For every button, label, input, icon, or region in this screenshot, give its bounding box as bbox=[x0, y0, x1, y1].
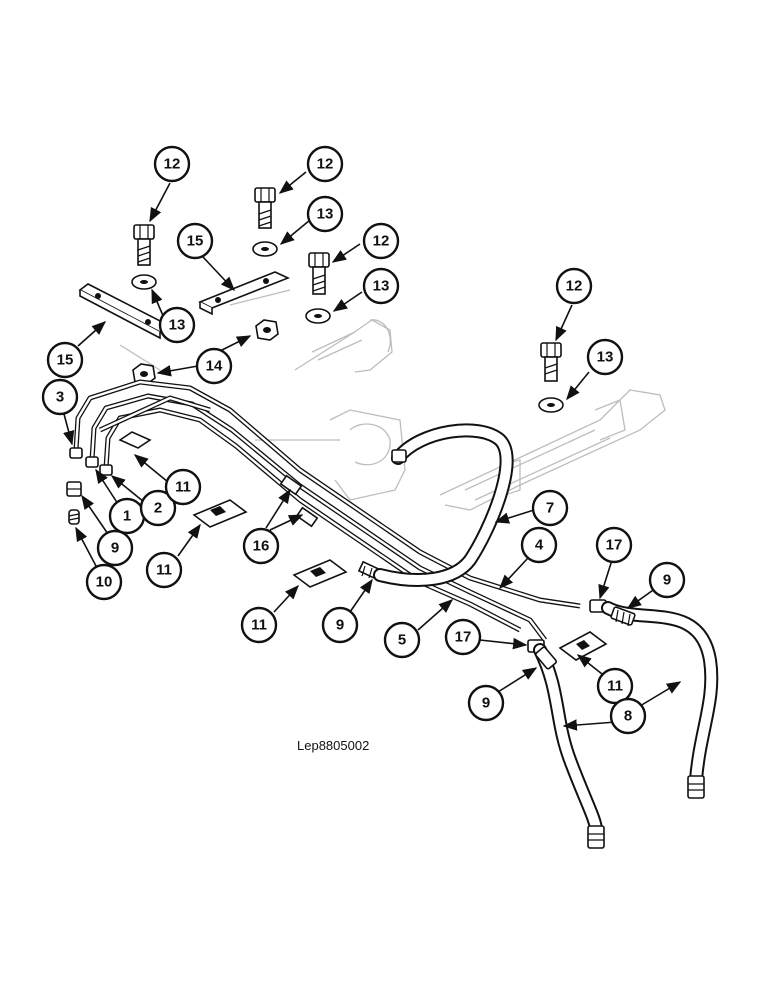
hoses-8 bbox=[533, 601, 719, 849]
callout-12-b: 12 bbox=[306, 145, 344, 183]
svg-text:7: 7 bbox=[546, 500, 554, 517]
callout-13-d: 13 bbox=[586, 338, 624, 376]
washers-13 bbox=[131, 241, 564, 413]
bolt-12-right-inner bbox=[308, 252, 330, 295]
leader-lines bbox=[63, 171, 682, 731]
callout-13-b: 13 bbox=[158, 306, 196, 344]
callout-5: 5 bbox=[383, 621, 421, 659]
svg-text:3: 3 bbox=[56, 389, 64, 406]
adapter-9-10 bbox=[66, 481, 82, 525]
svg-text:1: 1 bbox=[123, 508, 131, 525]
callout-17-a: 17 bbox=[595, 526, 633, 564]
svg-text:12: 12 bbox=[317, 156, 334, 173]
nuts-14 bbox=[132, 319, 279, 385]
svg-text:2: 2 bbox=[154, 500, 162, 517]
svg-text:8: 8 bbox=[624, 708, 632, 725]
clamp-blocks-11 bbox=[118, 431, 608, 661]
svg-text:14: 14 bbox=[206, 358, 223, 375]
callout-9-a: 9 bbox=[96, 529, 134, 567]
callout-12-a: 12 bbox=[153, 145, 191, 183]
svg-text:9: 9 bbox=[482, 695, 490, 712]
callout-11-c: 11 bbox=[240, 606, 278, 644]
callout-15-b: 15 bbox=[46, 341, 84, 379]
callout-3: 3 bbox=[41, 378, 79, 416]
svg-text:11: 11 bbox=[607, 678, 623, 695]
callout-16: 16 bbox=[242, 527, 280, 565]
svg-text:16: 16 bbox=[253, 538, 270, 555]
rigid-tubes bbox=[69, 379, 581, 642]
svg-text:12: 12 bbox=[566, 278, 583, 295]
svg-text:15: 15 bbox=[187, 233, 204, 250]
bolt-12-left bbox=[133, 224, 155, 266]
callout-4: 4 bbox=[520, 526, 558, 564]
svg-text:13: 13 bbox=[317, 206, 334, 223]
callout-2: 2 bbox=[139, 489, 177, 527]
callout-12-d: 12 bbox=[555, 267, 593, 305]
callout-13-a: 13 bbox=[306, 195, 344, 233]
bolt-12-center bbox=[254, 187, 276, 229]
callout-9-b: 9 bbox=[321, 606, 359, 644]
callout-11-d: 11 bbox=[596, 667, 634, 705]
svg-text:11: 11 bbox=[251, 617, 267, 634]
svg-text:12: 12 bbox=[164, 156, 181, 173]
svg-text:13: 13 bbox=[169, 317, 186, 334]
callout-9-c: 9 bbox=[648, 561, 686, 599]
svg-text:15: 15 bbox=[57, 352, 74, 369]
callout-15-a: 15 bbox=[176, 222, 214, 260]
callout-8: 8 bbox=[609, 697, 647, 735]
callout-11-b: 11 bbox=[145, 551, 183, 589]
callout-10: 10 bbox=[85, 563, 123, 601]
bolt-12-far-right bbox=[540, 342, 562, 382]
svg-text:13: 13 bbox=[597, 349, 614, 366]
svg-text:11: 11 bbox=[175, 479, 191, 496]
svg-text:11: 11 bbox=[156, 562, 172, 579]
callout-14: 14 bbox=[195, 347, 233, 385]
background-frame bbox=[119, 289, 666, 511]
svg-text:9: 9 bbox=[663, 572, 671, 589]
svg-text:17: 17 bbox=[606, 537, 623, 554]
callout-9-d: 9 bbox=[467, 684, 505, 722]
svg-text:13: 13 bbox=[373, 278, 390, 295]
svg-text:5: 5 bbox=[398, 632, 406, 649]
svg-text:10: 10 bbox=[96, 574, 113, 591]
callout-13-c: 13 bbox=[362, 267, 400, 305]
callout-11-a: 11 bbox=[164, 468, 202, 506]
svg-text:17: 17 bbox=[455, 629, 472, 646]
svg-text:12: 12 bbox=[373, 233, 390, 250]
callout-12-c: 12 bbox=[362, 222, 400, 260]
callout-17-b: 17 bbox=[444, 618, 482, 656]
svg-text:9: 9 bbox=[336, 617, 344, 634]
svg-text:9: 9 bbox=[111, 540, 119, 557]
clamp-plate-15-left bbox=[78, 283, 170, 340]
clamp-plate-15-right bbox=[198, 271, 291, 316]
callout-1: 1 bbox=[108, 497, 146, 535]
svg-text:4: 4 bbox=[535, 537, 544, 554]
hose-7 bbox=[373, 423, 514, 587]
callout-7: 7 bbox=[531, 489, 569, 527]
drawing-reference: Lep8805002 bbox=[297, 738, 369, 753]
